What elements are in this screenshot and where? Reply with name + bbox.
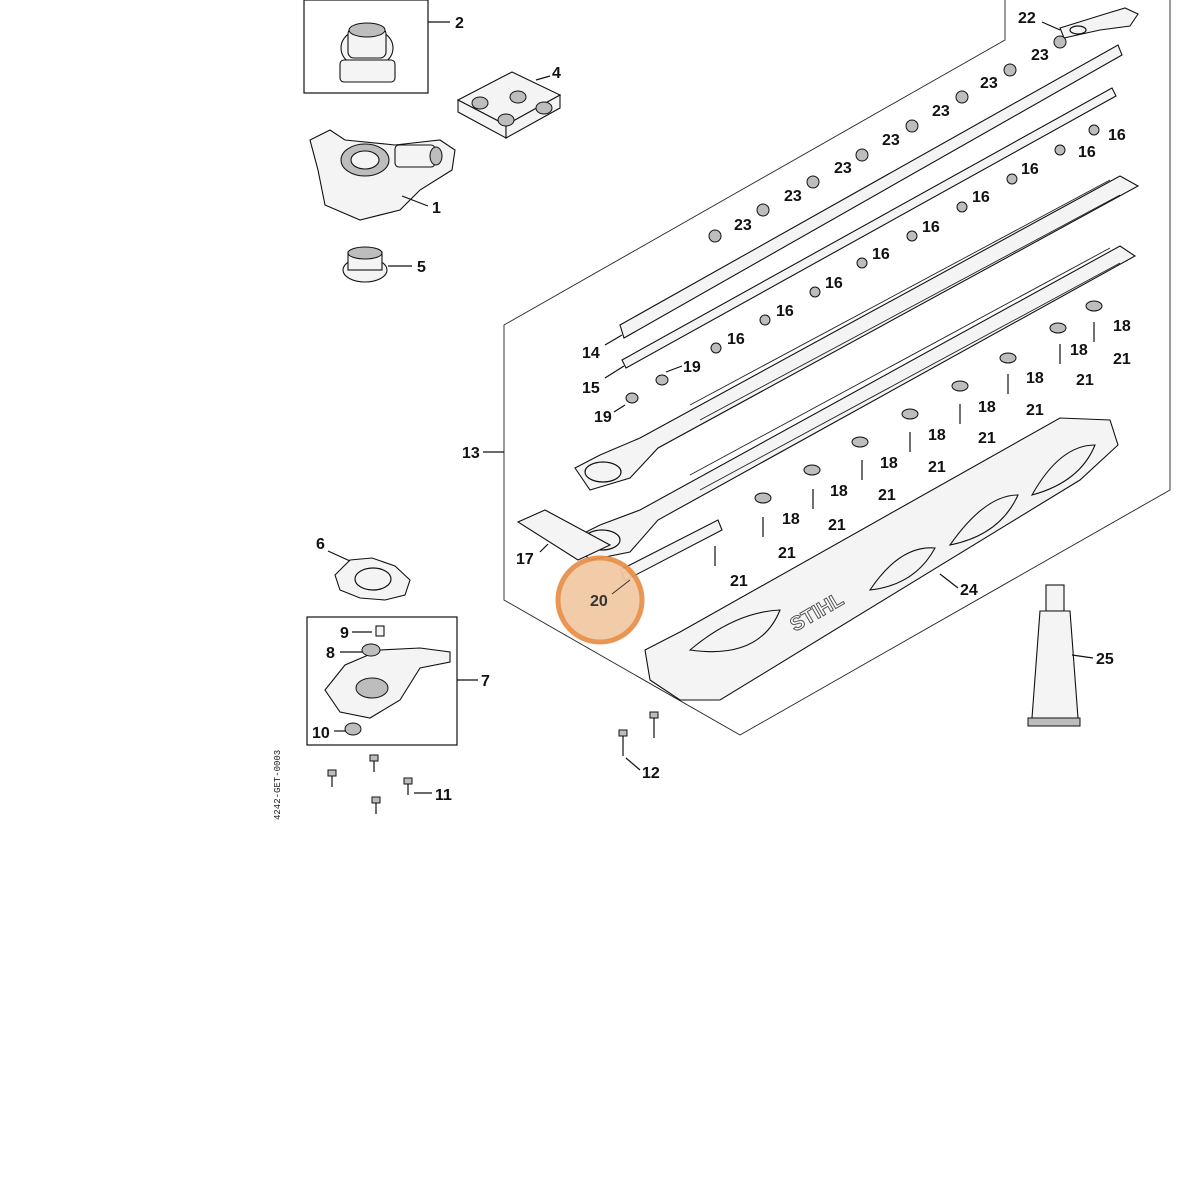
part-18-washers[interactable]	[754, 300, 1103, 504]
label-18b[interactable]: 18	[830, 483, 848, 500]
label-19b[interactable]: 19	[594, 409, 612, 426]
label-24[interactable]: 24	[960, 582, 978, 599]
label-20[interactable]: 20	[590, 593, 608, 610]
label-21b[interactable]: 21	[778, 545, 796, 562]
label-5[interactable]: 5	[417, 259, 426, 276]
label-16b[interactable]: 16	[776, 303, 794, 320]
part-8-washer[interactable]	[340, 643, 381, 657]
part-1-gear-housing[interactable]	[309, 129, 456, 221]
label-16d[interactable]: 16	[872, 246, 890, 263]
part-24-blade-guard[interactable]	[644, 417, 1119, 701]
label-1[interactable]: 1	[432, 200, 441, 217]
label-23d[interactable]: 23	[882, 132, 900, 149]
label-16h[interactable]: 16	[1078, 144, 1096, 161]
label-16f[interactable]: 16	[972, 189, 990, 206]
part-15-strip[interactable]	[604, 87, 1117, 379]
label-18a[interactable]: 18	[782, 511, 800, 528]
label-21g[interactable]: 21	[1026, 402, 1044, 419]
label-21i[interactable]: 21	[1113, 351, 1131, 368]
label-15[interactable]: 15	[582, 380, 600, 397]
part-14-strip[interactable]	[604, 44, 1123, 346]
part-21-screws[interactable]	[714, 322, 1095, 566]
label-23a[interactable]: 23	[734, 217, 752, 234]
part-10-bushing[interactable]	[334, 722, 362, 736]
label-13[interactable]: 13	[462, 445, 480, 462]
drawing-code-text: 4242-GET-0003	[273, 750, 283, 820]
label-23f[interactable]: 23	[980, 75, 998, 92]
label-17[interactable]: 17	[516, 551, 534, 568]
label-18c[interactable]: 18	[880, 455, 898, 472]
label-23g[interactable]: 23	[1031, 47, 1049, 64]
label-18d[interactable]: 18	[928, 427, 946, 444]
part-6-gasket[interactable]	[327, 550, 411, 601]
label-23e[interactable]: 23	[932, 103, 950, 120]
label-21f[interactable]: 21	[978, 430, 996, 447]
label-2[interactable]: 2	[455, 15, 464, 32]
label-25[interactable]: 25	[1096, 651, 1114, 668]
label-18f[interactable]: 18	[1026, 370, 1044, 387]
label-19a[interactable]: 19	[683, 359, 701, 376]
part-19-washers[interactable]	[613, 365, 683, 413]
part-25-grease-tube[interactable]	[1027, 584, 1094, 727]
part-4-bushings[interactable]	[456, 71, 562, 139]
part-16-washers[interactable]	[710, 124, 1100, 354]
lower-cutting-blade[interactable]	[569, 245, 1137, 561]
part-13-blade-assembly-outline[interactable]	[483, 0, 1171, 736]
label-21d[interactable]: 21	[878, 487, 896, 504]
part-7-cover-assembly[interactable]	[306, 616, 478, 746]
highlight-marker-20[interactable]: 20	[555, 555, 645, 645]
label-18g[interactable]: 18	[1070, 342, 1088, 359]
label-10[interactable]: 10	[312, 725, 330, 742]
label-18h[interactable]: 18	[1113, 318, 1131, 335]
label-23b[interactable]: 23	[784, 188, 802, 205]
part-2-motor-assembly[interactable]	[303, 0, 450, 94]
part-12-screws[interactable]	[618, 711, 659, 771]
label-11[interactable]: 11	[435, 787, 452, 804]
label-6[interactable]: 6	[316, 536, 325, 553]
label-4[interactable]: 4	[552, 65, 561, 82]
part-9-pin[interactable]	[352, 625, 385, 637]
label-16i[interactable]: 16	[1108, 127, 1126, 144]
label-16g[interactable]: 16	[1021, 161, 1039, 178]
label-21h[interactable]: 21	[1076, 372, 1094, 389]
label-21c[interactable]: 21	[828, 517, 846, 534]
upper-cutting-blade[interactable]	[574, 175, 1140, 491]
part-11-screws[interactable]	[327, 754, 432, 814]
label-8[interactable]: 8	[326, 645, 335, 662]
label-7[interactable]: 7	[481, 673, 490, 690]
label-21a[interactable]: 21	[730, 573, 748, 590]
label-18e[interactable]: 18	[978, 399, 996, 416]
drawing-code: 4242-GET-0003	[273, 750, 283, 820]
label-9[interactable]: 9	[340, 625, 349, 642]
label-23c[interactable]: 23	[834, 160, 852, 177]
label-22[interactable]: 22	[1018, 10, 1036, 27]
part-22-lever[interactable]	[1041, 7, 1139, 39]
label-16e[interactable]: 16	[922, 219, 940, 236]
part-5-collar[interactable]	[342, 246, 412, 283]
label-21e[interactable]: 21	[928, 459, 946, 476]
part-23-nuts[interactable]	[708, 35, 1067, 243]
label-16c[interactable]: 16	[825, 275, 843, 292]
label-12[interactable]: 12	[642, 765, 660, 782]
part-17-plate[interactable]	[516, 509, 612, 561]
label-16a[interactable]: 16	[727, 331, 745, 348]
label-14[interactable]: 14	[582, 345, 600, 362]
